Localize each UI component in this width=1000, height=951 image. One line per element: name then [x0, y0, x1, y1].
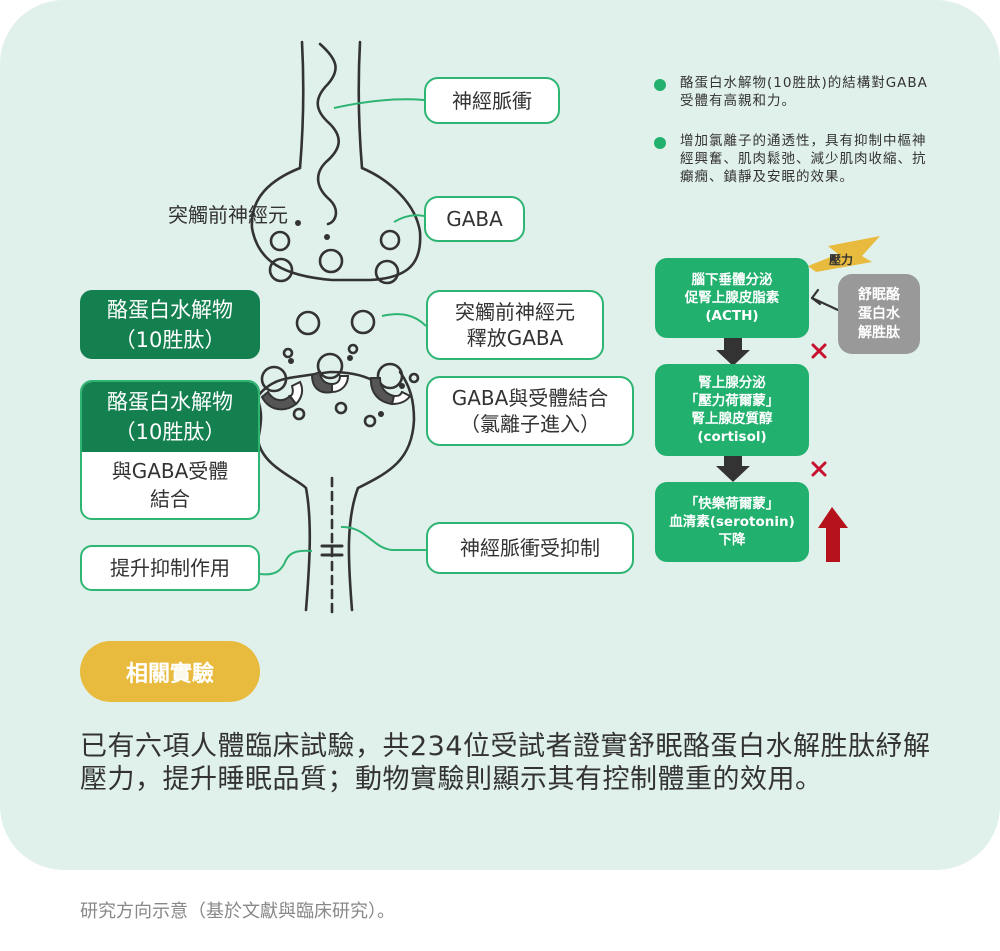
blocked-x-icon-2 [811, 461, 827, 477]
peptide-box-line1: 酪蛋白水解物 [107, 297, 233, 322]
peptide-binding-body: 與GABA受體 結合 [82, 452, 258, 518]
stress-label: 壓力 [829, 253, 854, 267]
figure-caption: 研究方向示意（基於文獻與臨床研究）。 [80, 901, 395, 922]
flow-step-cortisol-line1: 腎上腺分泌 [698, 375, 766, 391]
peptide-binding-header-line1: 酪蛋白水解物 [107, 390, 233, 414]
note-text: 增加氯離子的通透性，具有抑制中樞神經興奮、肌肉鬆弛、減少肌肉收縮、抗癲癇、鎮靜及… [680, 133, 927, 185]
impulse-wave-icon [316, 42, 340, 226]
callout-gaba-binding-line1: GABA與受體結合 [451, 386, 609, 410]
flow-step-cortisol-line2: 「壓力荷爾蒙」 [684, 393, 780, 409]
callout-impulse-inhibited: 神經脈衝受抑制 [426, 522, 634, 574]
inhibitor-line3: 解胜肽 [858, 324, 900, 341]
callout-gaba-binding-line2: （氯離子進入） [460, 412, 600, 436]
leader-nerve-impulse [333, 98, 425, 109]
inhibitor-line1: 舒眠酪 [858, 286, 900, 303]
peptide-binding-box: 酪蛋白水解物 （10胜肽） 與GABA受體 結合 [80, 380, 260, 520]
notes-list: 酪蛋白水解物(10胜肽)的結構對GABA受體有高親和力。 增加氯離子的通透性，具… [654, 74, 934, 204]
flow-step-acth-line2: 促腎上腺皮脂素 [684, 290, 780, 306]
inhibitor-peptide-box: 舒眠酪 蛋白水 解胜肽 [838, 274, 920, 354]
peptide-box: 酪蛋白水解物 （10胜肽） [80, 290, 260, 359]
callout-gaba-release: 突觸前神經元 釋放GABA [426, 290, 604, 360]
blocked-x-icon-1 [811, 343, 827, 359]
up-arrow-icon [818, 507, 848, 562]
peptide-binding-header-line2: （10胜肽） [114, 420, 226, 444]
flow-step-serotonin: 「快樂荷爾蒙」 血清素(serotonin) 下降 [655, 482, 809, 562]
flow-step-acth-line3: (ACTH) [705, 308, 759, 324]
note-item: 酪蛋白水解物(10胜肽)的結構對GABA受體有高親和力。 [654, 74, 934, 110]
note-text: 酪蛋白水解物(10胜肽)的結構對GABA受體有高親和力。 [680, 75, 928, 109]
flow-step-acth-line1: 腦下垂體分泌 [691, 272, 773, 288]
callout-gaba-release-line2: 釋放GABA [466, 326, 564, 350]
callout-gaba-binding: GABA與受體結合 （氯離子進入） [426, 376, 634, 446]
flow-step-serotonin-line3: 下降 [718, 532, 746, 548]
synapse-illustration [250, 40, 880, 614]
peptide-binding-body-line2: 結合 [150, 487, 190, 511]
inhibitor-line2: 蛋白水 [858, 305, 900, 322]
related-experiments-badge: 相關實驗 [80, 641, 260, 702]
flow-step-serotonin-line2: 血清素(serotonin) [669, 514, 795, 530]
experiments-description: 已有六項人體臨床試驗，共234位受試者證實舒眠酪蛋白水解胜肽紓解壓力，提升睡眠品… [80, 731, 931, 795]
down-arrow-icon-1 [716, 336, 750, 366]
flow-step-cortisol-line3: 腎上腺皮質醇 [691, 411, 773, 427]
presynaptic-neuron-label: 突觸前神經元 [168, 203, 288, 227]
enhance-inhibition-box: 提升抑制作用 [80, 545, 260, 591]
flow-step-cortisol-line4: (cortisol) [697, 429, 767, 445]
callout-gaba-release-line1: 突觸前神經元 [455, 300, 575, 324]
bullet-dot-icon [654, 79, 666, 91]
bullet-dot-icon [654, 137, 666, 149]
down-arrow-icon-2 [716, 454, 750, 482]
presynaptic-outline [250, 40, 422, 282]
peptide-binding-body-line1: 與GABA受體 [111, 459, 229, 483]
flow-step-cortisol: 腎上腺分泌 「壓力荷爾蒙」 腎上腺皮質醇 (cortisol) [655, 364, 809, 456]
note-item: 增加氯離子的通透性，具有抑制中樞神經興奮、肌肉鬆弛、減少肌肉收縮、抗癲癇、鎮靜及… [654, 132, 934, 186]
flow-step-acth: 腦下垂體分泌 促腎上腺皮脂素 (ACTH) [655, 258, 809, 338]
lightning-stress-icon [808, 236, 880, 272]
flow-step-serotonin-line1: 「快樂荷爾蒙」 [684, 496, 780, 512]
callout-gaba: GABA [424, 196, 525, 242]
callout-nerve-impulse: 神經脈衝 [424, 77, 560, 124]
peptide-box-line2: （10胜肽） [114, 327, 226, 352]
peptide-binding-header: 酪蛋白水解物 （10胜肽） [82, 382, 258, 452]
